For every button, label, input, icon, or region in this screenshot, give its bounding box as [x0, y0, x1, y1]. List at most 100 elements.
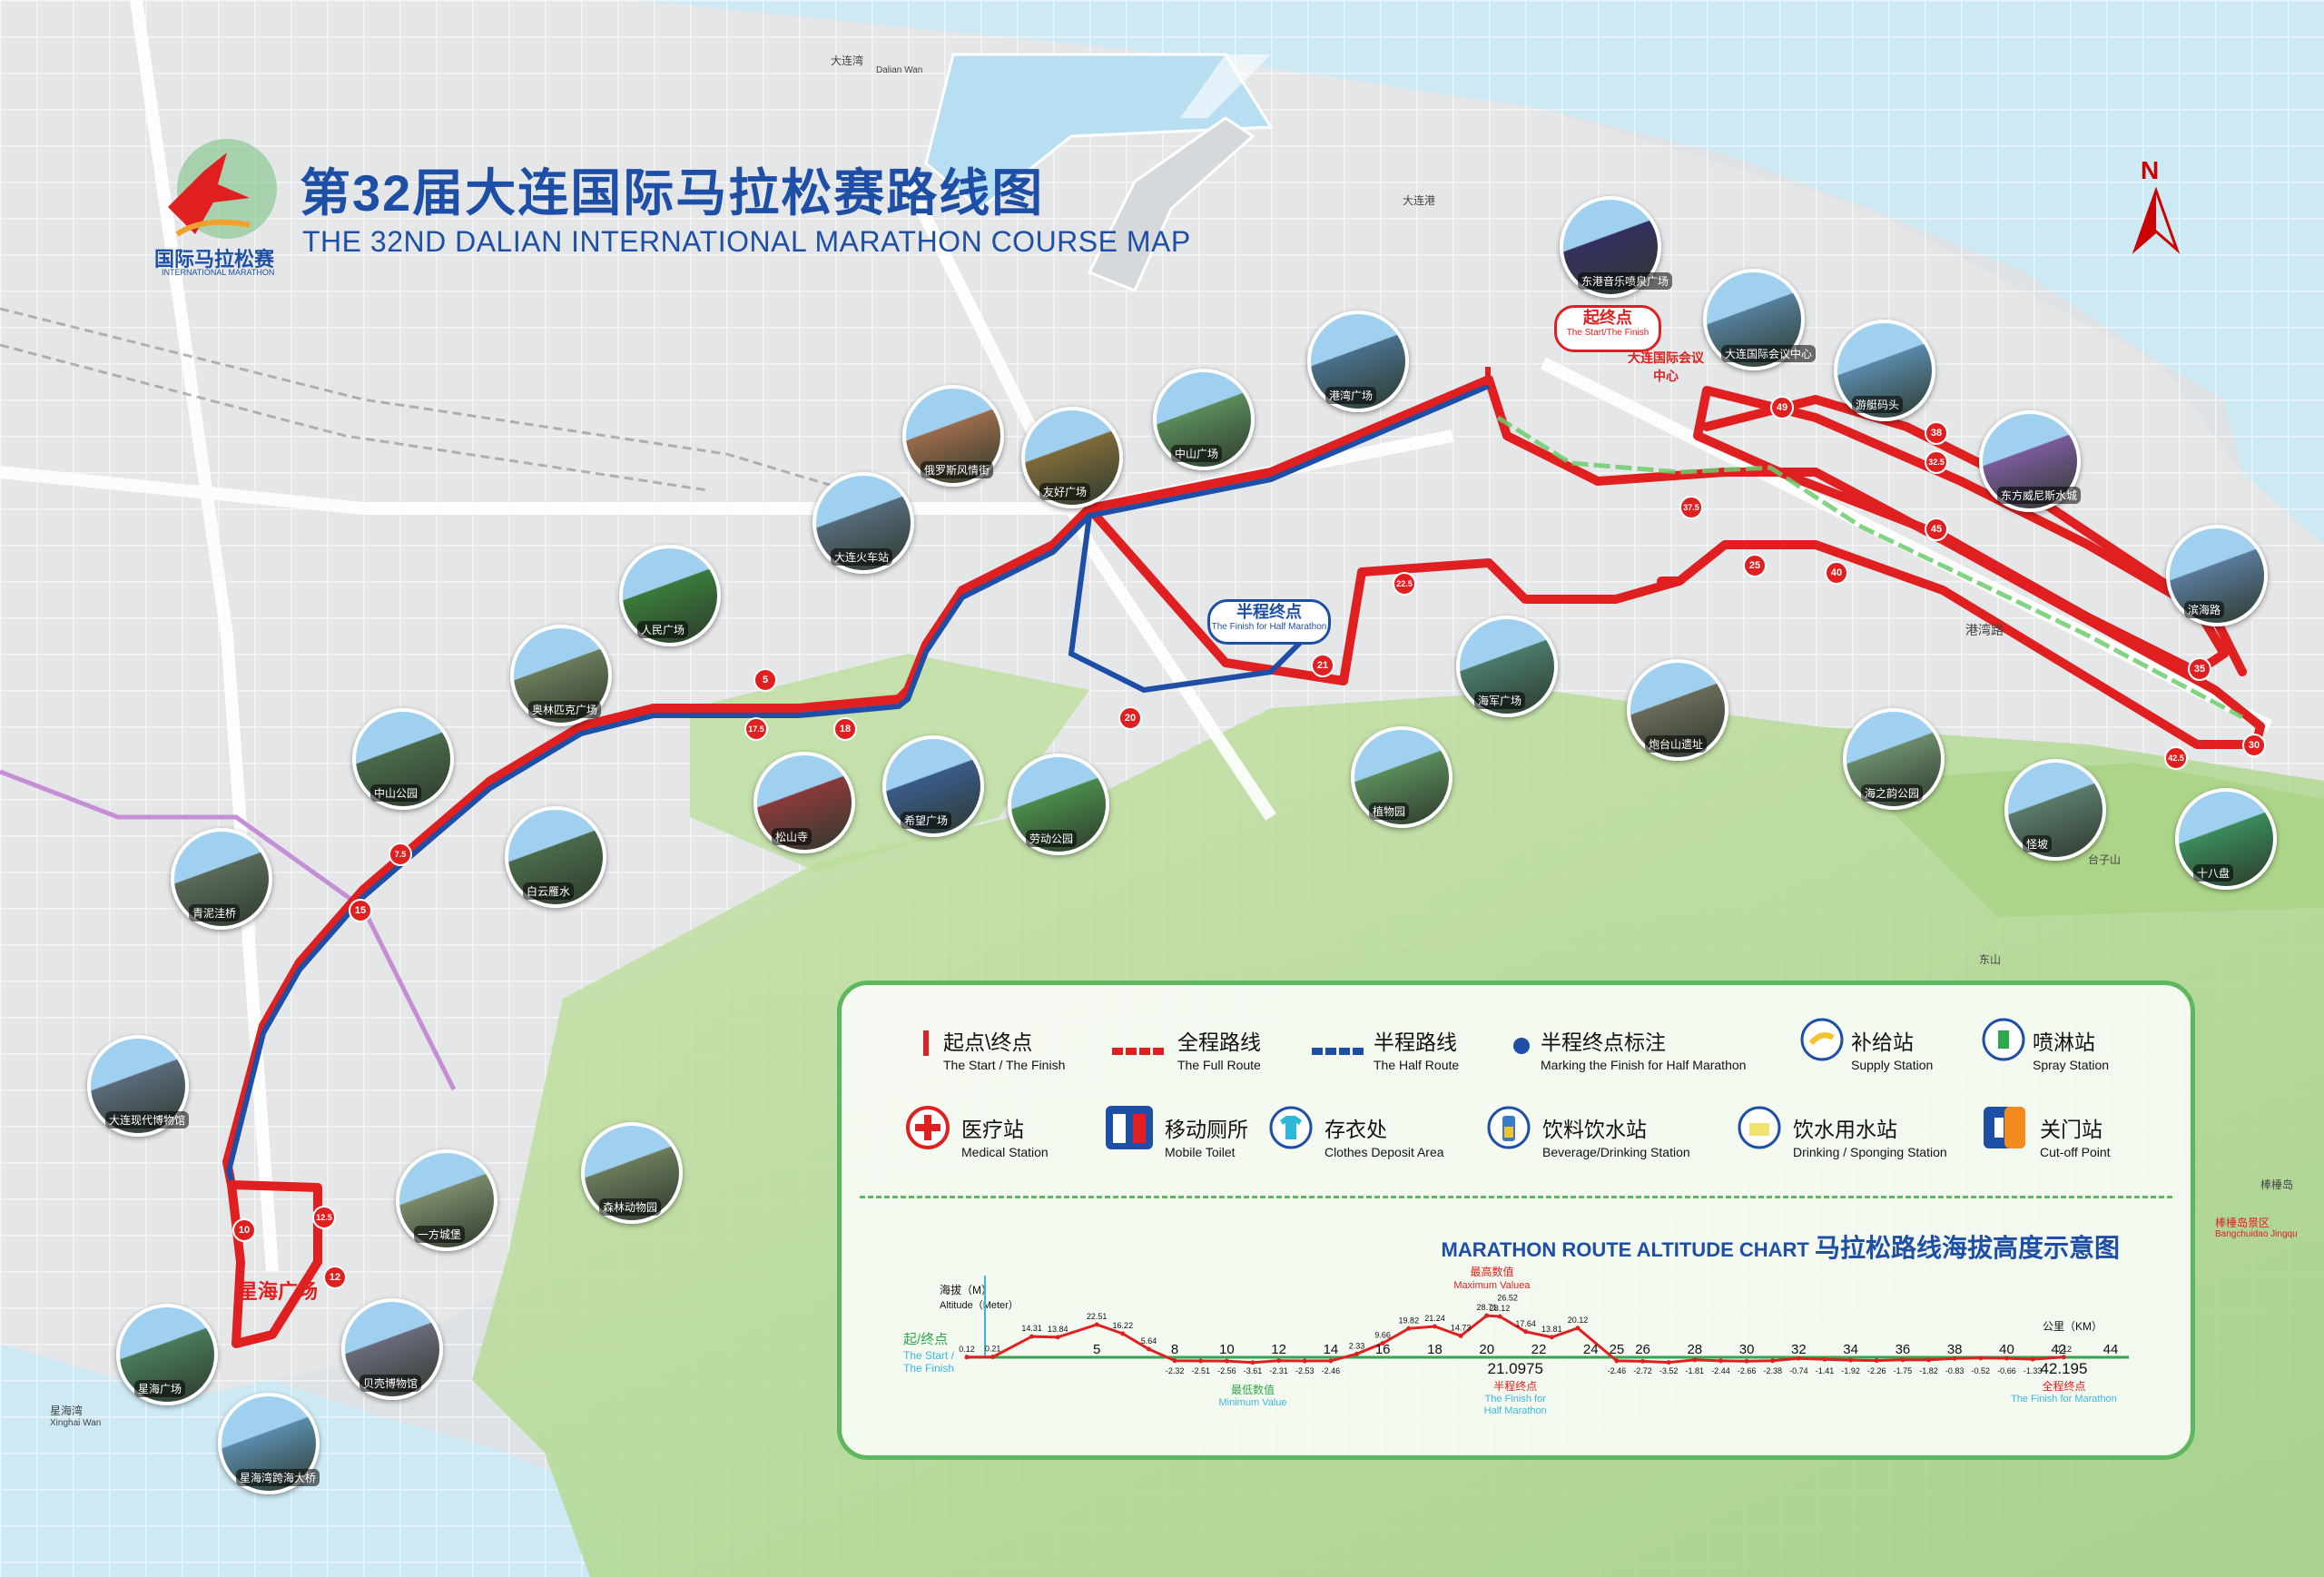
altitude-value-label: -2.26 [1867, 1366, 1886, 1375]
altitude-value-label: -1.75 [1894, 1366, 1913, 1375]
cutoff-point-icon [1982, 1105, 2027, 1155]
altitude-value-label: -0.83 [1945, 1366, 1965, 1375]
altitude-point [1666, 1360, 1671, 1365]
poi-photo [1843, 708, 1945, 810]
poi-label: 炮台山遗址 [1645, 735, 1708, 753]
max-value-label: 最高数值 [1470, 1265, 1513, 1278]
start-label-en: The Finish [903, 1362, 954, 1375]
altitude-point [2004, 1355, 2009, 1361]
km-marker: 17.5 [744, 717, 768, 741]
km-marker: 45 [1925, 517, 1948, 541]
half-marathon-km: 21.0975 [1488, 1360, 1543, 1377]
x-tick-label: 8 [1171, 1342, 1178, 1357]
altitude-point [2061, 1355, 2066, 1360]
gangwan-road-label: 港湾路 [1965, 623, 2004, 637]
km-marker: 12.5 [312, 1206, 336, 1229]
altitude-chart-title: MARATHON ROUTE ALTITUDE CHART 马拉松路线海拔高度示… [1442, 1228, 2120, 1265]
legend-item: 补给站 Supply Station [1851, 1025, 1933, 1072]
altitude-value-label: -2.72 [1633, 1366, 1652, 1375]
km-marker: 38 [1925, 421, 1948, 445]
xinghai-bay-label-en: Xinghai Wan [50, 1418, 102, 1428]
start-finish-label-en: The Start/The Finish [1566, 328, 1649, 338]
poi-photo [1351, 726, 1452, 828]
taizishan-label: 台子山 [2088, 853, 2122, 866]
altitude-point [1029, 1334, 1035, 1339]
legend-label: 喷淋站 [2033, 1030, 2095, 1054]
start-finish-label: 起终点 [1583, 309, 1632, 327]
half-route-legend-icon [1312, 1045, 1364, 1061]
km-marker: 40 [1825, 561, 1848, 585]
legend-label-en: Drinking / Sponging Station [1793, 1145, 1947, 1159]
poi-label: 大连现代博物馆 [105, 1111, 190, 1129]
altitude-value-label: -2.56 [1217, 1366, 1236, 1375]
legend-label: 医疗站 [961, 1118, 1024, 1141]
altitude-value-label: -0.74 [1789, 1366, 1808, 1375]
poi-label: 大连火车站 [831, 548, 893, 566]
full-route-mid [1085, 504, 1684, 685]
altitude-value-label: -2.32 [1166, 1366, 1185, 1375]
altitude-point [1575, 1326, 1581, 1331]
poi-label: 一方城堡 [414, 1226, 466, 1243]
km-marker: 22.5 [1393, 572, 1416, 596]
legend-label-en: Clothes Deposit Area [1324, 1145, 1444, 1159]
km-marker: 5 [753, 668, 777, 692]
altitude-value-label: -2.31 [1269, 1366, 1288, 1375]
altitude-value-label: 17.64 [1515, 1319, 1536, 1328]
half-finish-label-en: The Finish for Half Marathon [1211, 622, 1327, 632]
x-tick-label: 24 [1583, 1342, 1599, 1357]
legend-item: 饮水用水站 Drinking / Sponging Station [1793, 1112, 1947, 1159]
poi-label: 奥林匹克广场 [528, 701, 602, 718]
legend-label-en: Supply Station [1851, 1058, 1934, 1072]
altitude-point [1822, 1356, 1827, 1362]
altitude-value-label: 21.24 [1424, 1314, 1445, 1323]
altitude-value-label: 26.52 [1497, 1294, 1518, 1303]
altitude-value-label: -3.52 [1659, 1366, 1679, 1375]
altitude-point [1718, 1358, 1723, 1364]
altitude-value-label: -1.92 [1841, 1366, 1860, 1375]
x-tick-label: 36 [1896, 1342, 1911, 1357]
altitude-value-label: 28.12 [1490, 1304, 1511, 1313]
half-route-to-finish [1068, 515, 1310, 694]
legend-item: 存衣处 Clothes Deposit Area [1324, 1112, 1444, 1159]
legend-label: 关门站 [2040, 1118, 2102, 1141]
km-marker: 37.5 [1679, 496, 1703, 519]
km-marker: 49 [1770, 396, 1794, 419]
spray-station-icon [1982, 1018, 2025, 1066]
poi-photo [1307, 310, 1409, 412]
altitude-point [1198, 1358, 1204, 1364]
convention-center-label: 大连国际会议中心 [1628, 350, 1704, 383]
km-marker: 32.5 [1925, 450, 1948, 474]
legend-label-en: The Half Route [1374, 1058, 1460, 1072]
altitude-line [966, 1314, 2064, 1365]
altitude-point [1484, 1313, 1490, 1318]
altitude-point [1094, 1322, 1099, 1327]
altitude-point [1926, 1357, 1932, 1363]
half-finish-chart-label-en: Half Marathon [1484, 1405, 1547, 1416]
altitude-point [1406, 1326, 1412, 1331]
legend-panel: 起点\终点 The Start / The Finish 全程路线 The Fu… [837, 981, 2195, 1460]
legend-item: 起点\终点 The Start / The Finish [943, 1025, 1065, 1072]
full-route-path [222, 375, 1493, 1348]
poi-label: 植物园 [1369, 803, 1410, 820]
x-tick-label: 32 [1791, 1342, 1807, 1357]
altitude-point [1549, 1335, 1554, 1340]
altitude-point [1302, 1358, 1307, 1364]
x-tick-label: 14 [1324, 1342, 1339, 1357]
altitude-value-label: 0.12 [2056, 1345, 2073, 1354]
altitude-value-label: -1.82 [1919, 1366, 1938, 1375]
altitude-point [1640, 1358, 1646, 1364]
legend-item: 全程路线 The Full Route [1177, 1025, 1261, 1072]
poi-label: 贝壳博物馆 [359, 1375, 422, 1392]
altitude-point [1380, 1341, 1385, 1346]
page-title: 第32届大连国际马拉松赛路线图 [300, 164, 1045, 222]
altitude-point [1146, 1346, 1151, 1352]
legend-item: 喷淋站 Spray Station [2033, 1025, 2109, 1072]
x-tick-label: 30 [1739, 1342, 1755, 1357]
full-finish-chart-label: 全程终点 [2042, 1379, 2085, 1393]
altitude-point [1874, 1358, 1879, 1364]
half-finish-chart-label: 半程终点 [1493, 1379, 1537, 1393]
poi-label: 白云雁水 [523, 882, 575, 900]
altitude-value-label: 13.81 [1541, 1325, 1562, 1334]
altitude-point [1692, 1357, 1698, 1363]
x-tick-label: 10 [1219, 1342, 1235, 1357]
